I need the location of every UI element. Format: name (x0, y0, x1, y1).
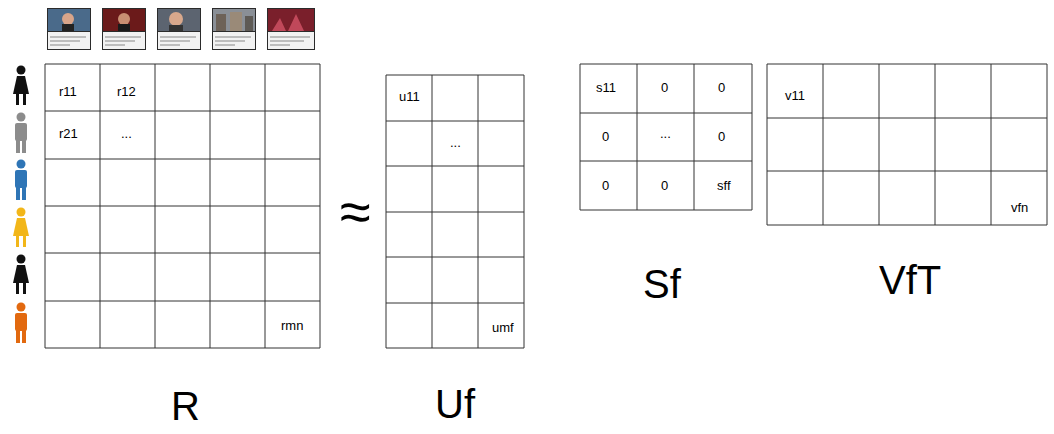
user-icon (15, 113, 27, 154)
matrix-name: Sf (643, 262, 681, 306)
matrix-entry: v11 (785, 89, 805, 103)
thumbnail (157, 8, 201, 50)
user-icon (13, 66, 29, 106)
user-icons (13, 66, 29, 344)
matrix-entry: sff (717, 179, 731, 193)
matrix-name: Uf (435, 382, 475, 426)
matrix-entry: vfn (1011, 201, 1028, 215)
matrix-entry: 0 (602, 130, 609, 144)
matrix-entry: r12 (117, 85, 136, 99)
r-matrix-grid (45, 64, 320, 348)
matrix-entry: rmn (281, 319, 303, 333)
matrix-grids (45, 64, 1047, 348)
matrix-entry: u11 (399, 90, 420, 104)
matrix-name: VfT (879, 258, 941, 302)
matrix-entry: umf (492, 321, 514, 335)
thumbnail (102, 8, 146, 50)
ellipsis: ... (660, 127, 671, 141)
matrix-name: R (171, 384, 200, 428)
matrix-entry: 0 (718, 130, 725, 144)
user-icon (15, 160, 27, 201)
matrix-entry: r21 (59, 127, 78, 141)
thumbnail (47, 8, 91, 50)
user-icon (13, 255, 29, 295)
matrix-entry: 0 (661, 179, 668, 193)
thumbnail (212, 8, 256, 50)
matrix-entry: 0 (661, 81, 668, 95)
user-icon (15, 303, 27, 344)
video-thumbnails (47, 8, 315, 50)
matrix-entry: 0 (718, 81, 725, 95)
matrix-entry: s11 (596, 81, 616, 95)
s-matrix-grid (580, 64, 752, 210)
user-icon (13, 208, 29, 248)
approx-symbol: ≈ (340, 181, 371, 243)
u-matrix-grid (386, 75, 524, 348)
matrix-entry: 0 (602, 179, 609, 193)
ellipsis: ... (121, 127, 132, 141)
matrix-entry: r11 (59, 85, 77, 99)
v-matrix-grid (767, 64, 1047, 225)
ellipsis: ... (450, 136, 461, 150)
thumbnail (267, 8, 315, 50)
